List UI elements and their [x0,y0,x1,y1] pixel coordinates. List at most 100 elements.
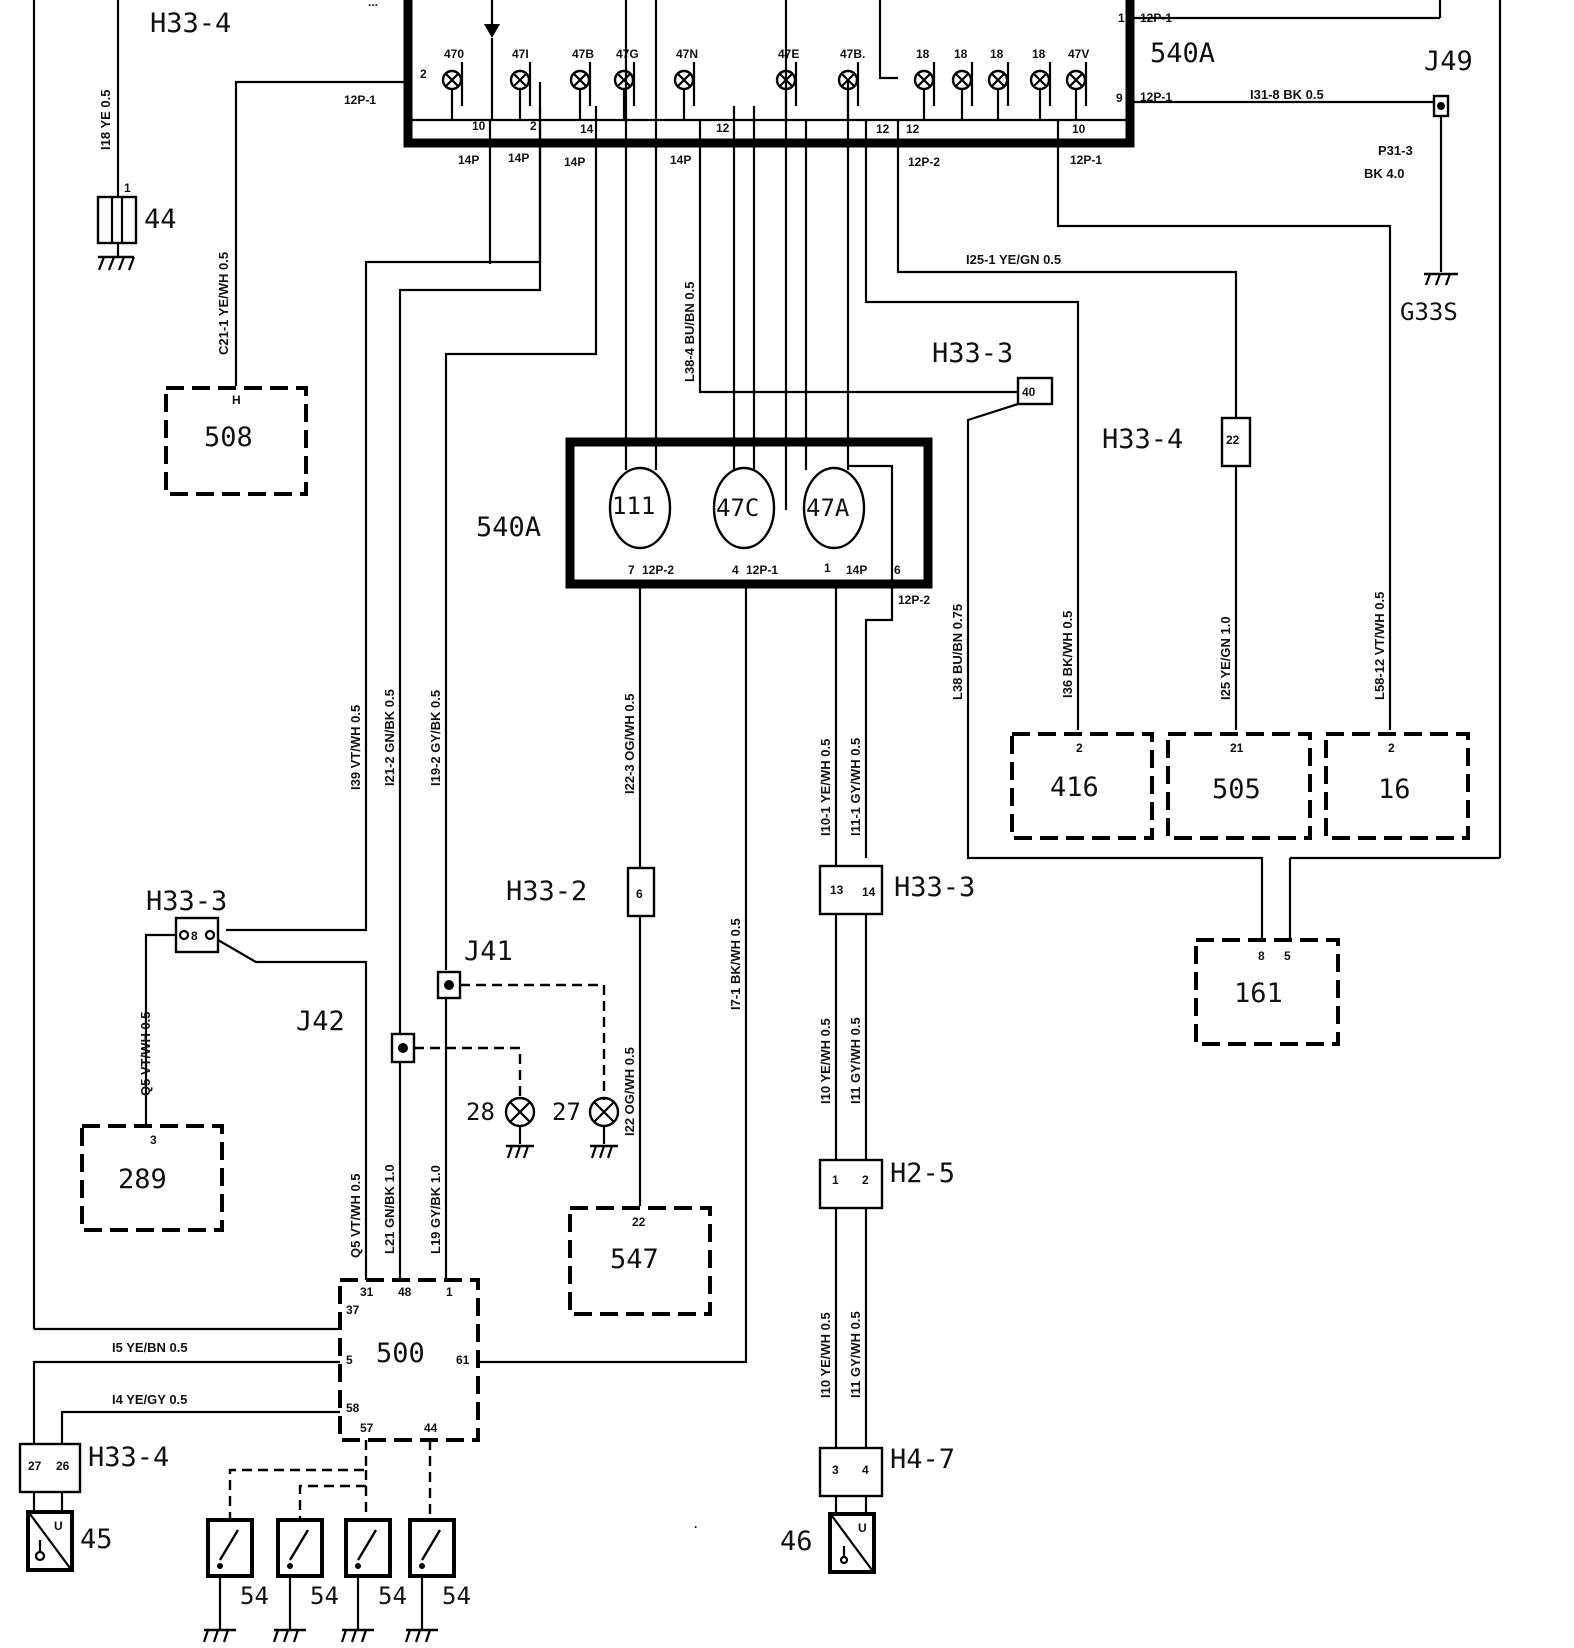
pin-12p2-b: 12P-2 [642,563,674,577]
pin-10: 10 [472,119,486,133]
wire-label-i7-1: I7-1 BK/WH 0.5 [728,918,743,1010]
pin-12: 12 [716,121,730,135]
wire-i7-1 [478,584,748,1364]
switch-icon: 54 [404,1518,471,1643]
dashed-switch-c [298,1484,366,1520]
wire-label-i11-1: I11-1 GY/WH 0.5 [848,738,863,836]
dashed-switch-a [228,1440,368,1520]
connector-h33-4-top: H33-4 [150,8,231,39]
pin-505: 21 [1230,741,1244,755]
component-508-label: 508 [204,422,253,453]
bulb-icon: 47B. [837,47,865,120]
pin-m4: 4 [732,563,739,577]
wire-label-i10-a: I10 YE/WH 0.5 [818,1018,833,1104]
switch-icon: 54 [340,1518,407,1643]
gauge-111-label: 111 [612,492,655,520]
wire-label-l38-4: L38-4 BU/BN 0.5 [682,282,697,382]
wire-label-l58-12: L58-12 VT/WH 0.5 [1372,592,1387,700]
connector-j42: J42 [296,1006,345,1037]
dashed-wire-27 [460,983,606,1100]
wire-label-i36: I36 BK/WH 0.5 [1060,611,1075,698]
wire-label-bk-4: BK 4.0 [1364,166,1404,181]
connector-h33-3-mid: H33-3 [932,338,1013,369]
connector-h33-3-right-body [818,864,884,916]
pin-12p1-a: 12P-1 [344,93,376,107]
module-540a-top-label: 540A [1150,38,1215,69]
pin-12p1-d: 12P-1 [1140,90,1172,104]
bulb-icon: 47I [509,47,532,120]
gauge-47a [802,466,866,550]
splice-j42-dot [398,1043,408,1053]
gauge-47c-label: 47C [716,494,759,522]
module-540a-mid-label: 540A [476,512,541,543]
bulb-label: 47I [512,47,529,61]
bulb-label: 47B. [840,47,865,61]
pin-14p-a: 14P [458,153,479,167]
pin-2b: 2 [530,119,537,133]
pin-h4-4: 4 [862,1463,869,1477]
pin-14p-b: 14P [508,151,529,165]
pin-12p2-c: 12P-2 [898,593,930,607]
wire-label-i22: I22 OG/WH 0.5 [622,1047,637,1136]
svg-text:U: U [858,1521,867,1535]
bulb-label: 18 [954,47,968,61]
bulb-icon: 18 [1029,47,1052,120]
bulb-label: 47E [778,47,799,61]
pin-22: 22 [1226,433,1240,447]
wire-l38 [966,402,1264,938]
bulb-icon: 18 [913,47,936,120]
diode-icon [484,24,500,38]
switch-54-label: 54 [310,1582,339,1610]
wire-label-l19: L19 GY/BK 1.0 [428,1165,443,1254]
bulb-icon: 47E [775,47,799,120]
splice-j49-dot [1437,102,1445,110]
connector-h2-5-body [818,1158,884,1210]
wire-i19-2 [444,106,598,970]
wire-label-i25-1: I25-1 YE/GN 0.5 [966,252,1061,267]
pin-416: 2 [1076,741,1083,755]
pin-161-5: 5 [1284,949,1291,963]
wire-label-i22-3: I22-3 OG/WH 0.5 [622,694,637,794]
connector-h2-5: H2-5 [890,1158,955,1189]
pin-14p-e: 14P [846,563,867,577]
pin-m6: 6 [894,563,901,577]
pin-14p-d: 14P [670,153,691,167]
wire-label-i5: I5 YE/BN 0.5 [112,1340,188,1355]
component-416 [1010,732,1154,840]
ground-icon [1424,272,1458,286]
stray-mark: . [694,1517,697,1531]
wire-label-i4: I4 YE/GY 0.5 [112,1392,187,1407]
pin-161-8: 8 [1258,949,1265,963]
wire-i25-1 [896,120,1238,418]
dashed-wire-28 [414,1046,522,1100]
pin-dot-2 [204,929,216,941]
pin-500-58: 58 [346,1401,360,1415]
pin-h33-4-27: 27 [28,1459,42,1473]
bulb-label: 47B [572,47,594,61]
pin-500-44: 44 [424,1421,438,1435]
pin-10b: 10 [1072,122,1086,136]
wire-label-p31-3: P31-3 [1378,143,1413,158]
pin-14: 14 [580,122,594,136]
wire-label-i11-a: I11 GY/WH 0.5 [848,1017,863,1104]
wire-label-i25: I25 YE/GN 1.0 [1218,616,1233,700]
pin-dot-1 [178,929,190,941]
wire-label-i19-2: I19-2 GY/BK 0.5 [428,690,443,786]
lamp-27-label: 27 [552,1098,581,1126]
wire-label-l38: L38 BU/BN 0.75 [950,604,965,700]
pin-12p2-a: 12P-2 [908,155,940,169]
gauge-111 [608,466,672,550]
lamp-28-label: 28 [466,1098,495,1126]
bulb-icon: 47B [569,47,594,120]
pin-13: 13 [830,883,844,897]
wire-label-c21-1: C21-1 YE/WH 0.5 [216,252,231,355]
connector-g33s: G33S [1400,298,1458,326]
pin-40: 40 [1022,385,1036,399]
pin-500-1: 1 [446,1285,453,1299]
pin-500-5: 5 [346,1353,353,1367]
component-161 [1194,938,1340,1046]
module-540a-top-outline [403,0,1135,148]
pin-16: 2 [1388,741,1395,755]
bulb-label: 47V [1068,47,1089,61]
